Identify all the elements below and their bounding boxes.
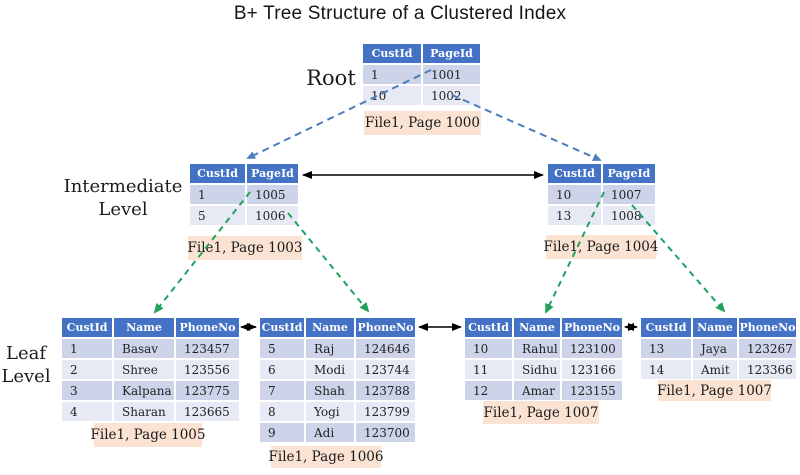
leaf-1-page-caption: File1, Page 1005 bbox=[91, 423, 205, 447]
column-header: CustId bbox=[465, 318, 512, 337]
column-header: CustId bbox=[363, 44, 421, 63]
column-header: Name bbox=[693, 318, 737, 337]
table-cell: 11 bbox=[465, 360, 512, 379]
table-cell: 1006 bbox=[247, 206, 298, 225]
column-header: PageId bbox=[423, 44, 480, 63]
table-cell: 5 bbox=[190, 206, 245, 225]
table-cell: Amar bbox=[514, 381, 560, 400]
table-cell: 7 bbox=[260, 381, 304, 400]
column-header: PhoneNo bbox=[739, 318, 796, 337]
table-cell: 123366 bbox=[739, 360, 796, 379]
intermediate-right-page-caption: File1, Page 1004 bbox=[544, 235, 658, 259]
intermediate-level-label-line2: Level bbox=[98, 198, 148, 220]
table-cell: 13 bbox=[548, 206, 601, 225]
table-cell: 1002 bbox=[423, 86, 480, 105]
table-cell: 123100 bbox=[562, 339, 622, 358]
diagram-title: B+ Tree Structure of a Clustered Index bbox=[233, 3, 567, 24]
table-cell: Shree bbox=[114, 360, 174, 379]
table-cell: 123775 bbox=[176, 381, 239, 400]
root-page-caption: File1, Page 1000 bbox=[364, 111, 481, 135]
table-cell: 123155 bbox=[562, 381, 622, 400]
column-header: PhoneNo bbox=[562, 318, 622, 337]
table-cell: 123744 bbox=[356, 360, 415, 379]
table-cell: Jaya bbox=[693, 339, 737, 358]
table-cell: Amit bbox=[693, 360, 737, 379]
leaf-4-page-caption: File1, Page 1007 bbox=[657, 380, 772, 401]
table-cell: 1 bbox=[62, 339, 112, 358]
table-cell: Raj bbox=[306, 339, 354, 358]
intermediate-level-label: Intermediate Level bbox=[58, 176, 188, 221]
table-cell: 124646 bbox=[356, 339, 415, 358]
column-header: PageId bbox=[603, 164, 655, 183]
root-level-label: Root bbox=[306, 66, 356, 90]
column-header: CustId bbox=[190, 164, 245, 183]
leaf-3-page-caption: File1, Page 1007 bbox=[483, 401, 599, 424]
table-cell: 1005 bbox=[247, 185, 298, 204]
table-cell: Kalpana bbox=[114, 381, 174, 400]
column-header: Name bbox=[514, 318, 560, 337]
intermediate-level-label-line1: Intermediate bbox=[63, 176, 183, 197]
leaf-level-label: Leaf Level bbox=[0, 343, 52, 388]
table-cell: 1007 bbox=[603, 185, 655, 204]
table-cell: 14 bbox=[641, 360, 691, 379]
table-cell: Sharan bbox=[114, 402, 174, 421]
table-cell: 1 bbox=[363, 65, 421, 84]
leaf-level-label-line2: Level bbox=[1, 365, 51, 387]
column-header: PageId bbox=[247, 164, 298, 183]
table-cell: 123700 bbox=[356, 423, 415, 442]
table-cell: 6 bbox=[260, 360, 304, 379]
column-header: Name bbox=[306, 318, 354, 337]
table-cell: Modi bbox=[306, 360, 354, 379]
table-cell: 13 bbox=[641, 339, 691, 358]
intermediate-left-page-caption: File1, Page 1003 bbox=[188, 236, 302, 260]
table-cell: 1008 bbox=[603, 206, 655, 225]
table-cell: 3 bbox=[62, 381, 112, 400]
column-header: CustId bbox=[260, 318, 304, 337]
table-cell: 9 bbox=[260, 423, 304, 442]
table-cell: 10 bbox=[548, 185, 601, 204]
table-cell: 12 bbox=[465, 381, 512, 400]
column-header: Name bbox=[114, 318, 174, 337]
column-header: PhoneNo bbox=[356, 318, 415, 337]
table-cell: Basav bbox=[114, 339, 174, 358]
table-cell: 4 bbox=[62, 402, 112, 421]
table-cell: Yogi bbox=[306, 402, 354, 421]
table-cell: Adi bbox=[306, 423, 354, 442]
table-cell: 123665 bbox=[176, 402, 239, 421]
table-cell: 123556 bbox=[176, 360, 239, 379]
leaf-level-label-line1: Leaf bbox=[6, 343, 46, 364]
table-cell: 8 bbox=[260, 402, 304, 421]
table-cell: 1 bbox=[190, 185, 245, 204]
table-cell: 123457 bbox=[176, 339, 239, 358]
column-header: CustId bbox=[62, 318, 112, 337]
table-cell: 1001 bbox=[423, 65, 480, 84]
table-cell: 123788 bbox=[356, 381, 415, 400]
table-cell: Rahul bbox=[514, 339, 560, 358]
column-header: PhoneNo bbox=[176, 318, 239, 337]
table-cell: 5 bbox=[260, 339, 304, 358]
table-cell: Shah bbox=[306, 381, 354, 400]
table-cell: Sidhu bbox=[514, 360, 560, 379]
table-cell: 2 bbox=[62, 360, 112, 379]
table-cell: 10 bbox=[363, 86, 421, 105]
intermediate-left-to-leaf-2-arrow bbox=[287, 212, 370, 313]
table-cell: 123267 bbox=[739, 339, 796, 358]
table-cell: 10 bbox=[465, 339, 512, 358]
column-header: CustId bbox=[548, 164, 601, 183]
column-header: CustId bbox=[641, 318, 691, 337]
table-cell: 123166 bbox=[562, 360, 622, 379]
leaf-2-page-caption: File1, Page 1006 bbox=[269, 446, 383, 468]
table-cell: 123799 bbox=[356, 402, 415, 421]
